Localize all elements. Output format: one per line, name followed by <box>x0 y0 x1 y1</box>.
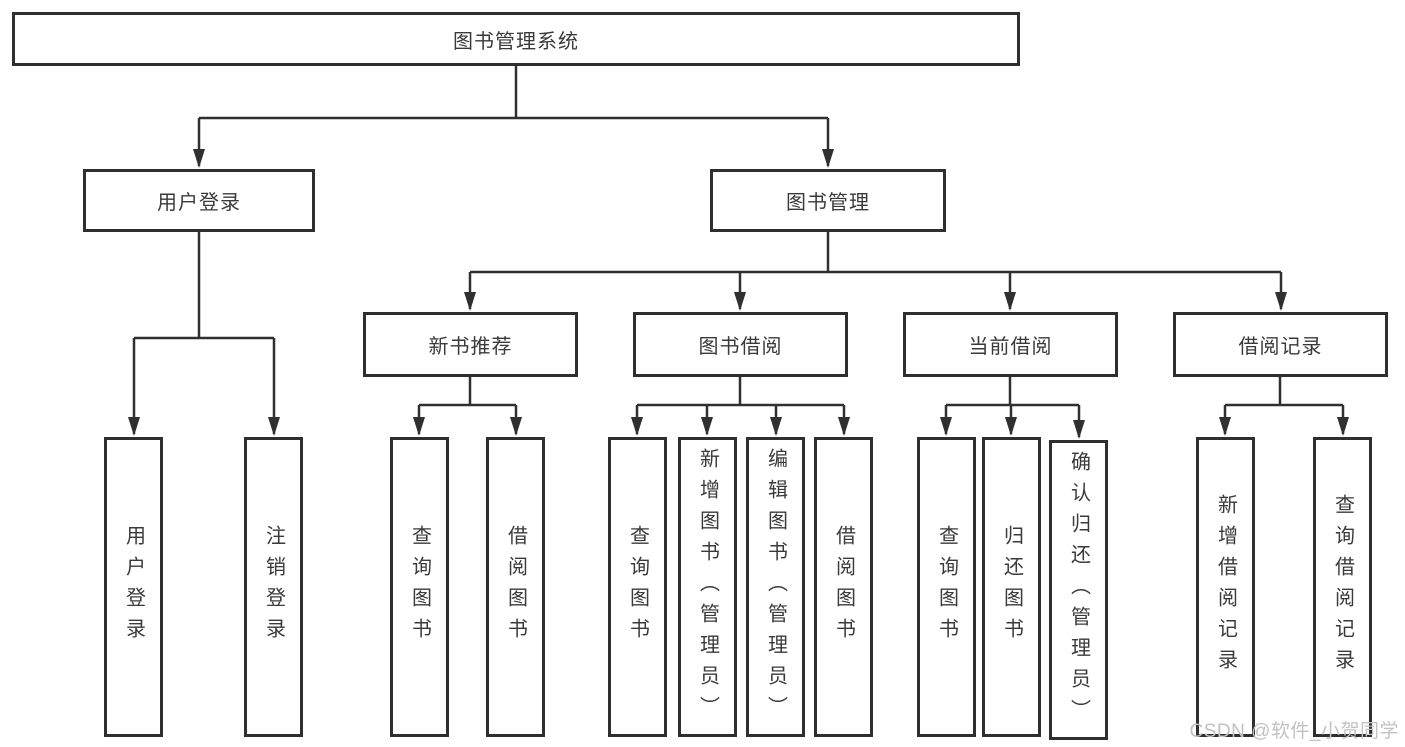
node-current-borrow: 当前借阅 <box>903 312 1118 377</box>
node-new-book-recommend: 新书推荐 <box>363 312 578 377</box>
leaf-query-books-borrow: 查询图书 <box>608 437 667 737</box>
leaf-query-borrow-record: 查询借阅记录 <box>1313 437 1372 737</box>
leaf-query-books-current: 查询图书 <box>917 437 976 737</box>
node-library-management-system: 图书管理系统 <box>12 12 1020 66</box>
node-book-borrow: 图书借阅 <box>633 312 848 377</box>
leaf-add-borrow-record: 新增借阅记录 <box>1196 437 1255 737</box>
leaf-add-book-admin: 新增图书（管理员） <box>678 437 737 737</box>
leaf-query-books-recommend: 查询图书 <box>390 437 449 737</box>
node-user-login: 用户登录 <box>83 169 315 232</box>
leaf-borrow-books-recommend: 借阅图书 <box>486 437 545 737</box>
leaf-edit-book-admin: 编辑图书（管理员） <box>746 437 805 737</box>
leaf-borrow-books: 借阅图书 <box>814 437 873 737</box>
leaf-return-books: 归还图书 <box>982 437 1041 737</box>
leaf-confirm-return-admin: 确认归还（管理员） <box>1049 440 1108 740</box>
leaf-user-login: 用户登录 <box>104 437 163 737</box>
node-borrow-records: 借阅记录 <box>1173 312 1388 377</box>
csdn-watermark: CSDN @软件_小贺同学 <box>1189 721 1399 742</box>
leaf-logout: 注销登录 <box>244 437 303 737</box>
node-book-management: 图书管理 <box>710 169 946 232</box>
